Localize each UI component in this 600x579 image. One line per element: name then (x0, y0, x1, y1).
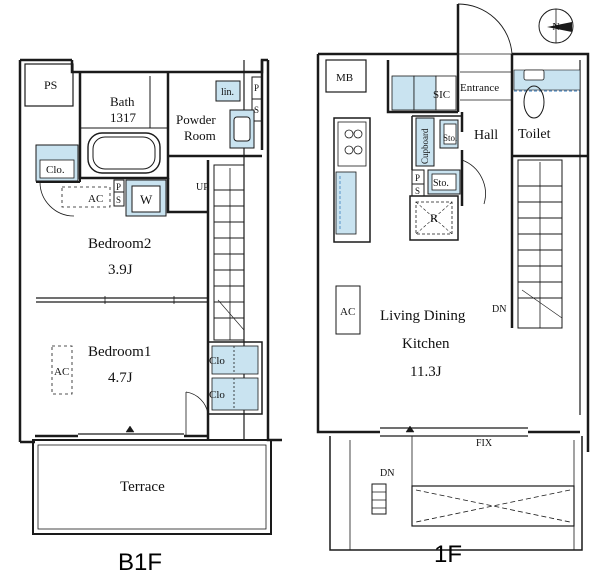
cupboard-label: Cupboard (420, 128, 430, 164)
hall-label: Hall (474, 128, 498, 143)
washer-label: W (140, 192, 153, 207)
ps-b1-label: P (116, 182, 121, 192)
inlet-label: lin. (221, 87, 234, 98)
dn-balcony-label: DN (380, 468, 394, 479)
ac-1f-label: AC (340, 306, 355, 318)
floor-label-b1f: B1F (118, 549, 162, 576)
entrance-label: Entrance (460, 82, 499, 94)
closet-top-label: Clo. (46, 164, 65, 176)
toilet-label: Toilet (518, 127, 551, 142)
ldk-label: Living Dining (380, 308, 466, 324)
bedroom1-size-label: 4.7J (108, 370, 133, 386)
ps-label: PS (44, 78, 57, 92)
storage-2-label: Sto. (433, 178, 449, 189)
closet-a-label: Clo (209, 355, 225, 367)
ps-1f-p-label: P (415, 173, 420, 183)
dn-stairs-label: DN (492, 304, 506, 315)
ac-top-label: AC (88, 193, 103, 205)
bedroom2-label: Bedroom2 (88, 236, 151, 252)
up-label: UP (196, 182, 209, 193)
bedroom1-label: Bedroom1 (88, 344, 151, 360)
terrace-label: Terrace (120, 479, 165, 495)
refrigerator-label: R (430, 211, 438, 225)
powder-room-label: Powder (176, 112, 216, 127)
closet-b-label: Clo (209, 389, 225, 401)
bedroom2-size-label: 3.9J (108, 262, 133, 278)
fix-label: FIX (476, 438, 493, 449)
ps-b2-label: S (116, 195, 121, 205)
bath-label: Bath (110, 94, 135, 109)
powder-room-label-2: Room (184, 128, 216, 143)
compass-label: N (552, 22, 559, 33)
sic-label: SIC (433, 89, 450, 101)
storage-1-label: Sto. (443, 133, 457, 143)
ps-1f-s-label: S (415, 186, 420, 196)
ldk-size-label: 11.3J (410, 364, 442, 380)
bath-size-label: 1317 (110, 110, 137, 125)
ac-bedroom1-label: AC (54, 366, 69, 378)
ldk-label-2: Kitchen (402, 336, 450, 352)
ps-small-label-s: S (254, 105, 259, 115)
b1f-plan (18, 58, 282, 535)
1f-plan (316, 3, 590, 551)
floor-label-1f: 1F (434, 541, 462, 568)
north-compass-icon (538, 8, 574, 44)
mb-label: MB (336, 72, 353, 84)
ps-small-label-p: P (254, 83, 259, 93)
